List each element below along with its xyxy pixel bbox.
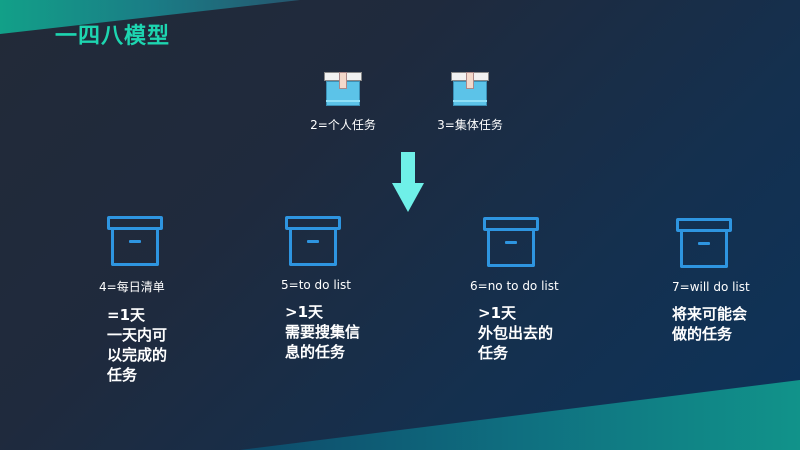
package-icon xyxy=(324,72,362,106)
column-to-do-list: 5=to do list >1天 需要搜集信 息的任务 xyxy=(281,216,361,362)
arrow-down-icon xyxy=(392,152,424,212)
archive-box-icon xyxy=(483,217,539,267)
archive-box-icon xyxy=(285,216,341,266)
column-description: 将来可能会 做的任务 xyxy=(672,305,748,343)
column-caption: 5=to do list xyxy=(281,278,351,292)
column-no-to-do-list: 6=no to do list >1天 外包出去的 任务 xyxy=(470,217,559,363)
archive-box-icon xyxy=(107,216,163,266)
top-item-label: 2=个人任务 xyxy=(310,118,376,132)
archive-box-icon xyxy=(676,218,732,268)
package-icon xyxy=(451,72,489,106)
column-caption: 7=will do list xyxy=(672,280,750,294)
column-description: >1天 外包出去的 任务 xyxy=(478,304,554,362)
slide-title: 一四八模型 xyxy=(55,24,171,49)
top-item-personal-task: 2=个人任务 xyxy=(283,72,403,133)
corner-decoration-bottom-right xyxy=(240,380,800,450)
top-item-group-task: 3=集体任务 xyxy=(410,72,530,133)
column-description: >1天 需要搜集信 息的任务 xyxy=(285,303,361,361)
column-daily-list: 4=每日清单 =1天 一天内可 以完成的 任务 xyxy=(99,216,168,385)
column-caption: 6=no to do list xyxy=(470,279,559,293)
column-description: =1天 一天内可 以完成的 任务 xyxy=(107,306,168,384)
column-will-do-list: 7=will do list 将来可能会 做的任务 xyxy=(672,218,750,344)
column-caption: 4=每日清单 xyxy=(99,280,165,294)
top-item-label: 3=集体任务 xyxy=(437,118,503,132)
